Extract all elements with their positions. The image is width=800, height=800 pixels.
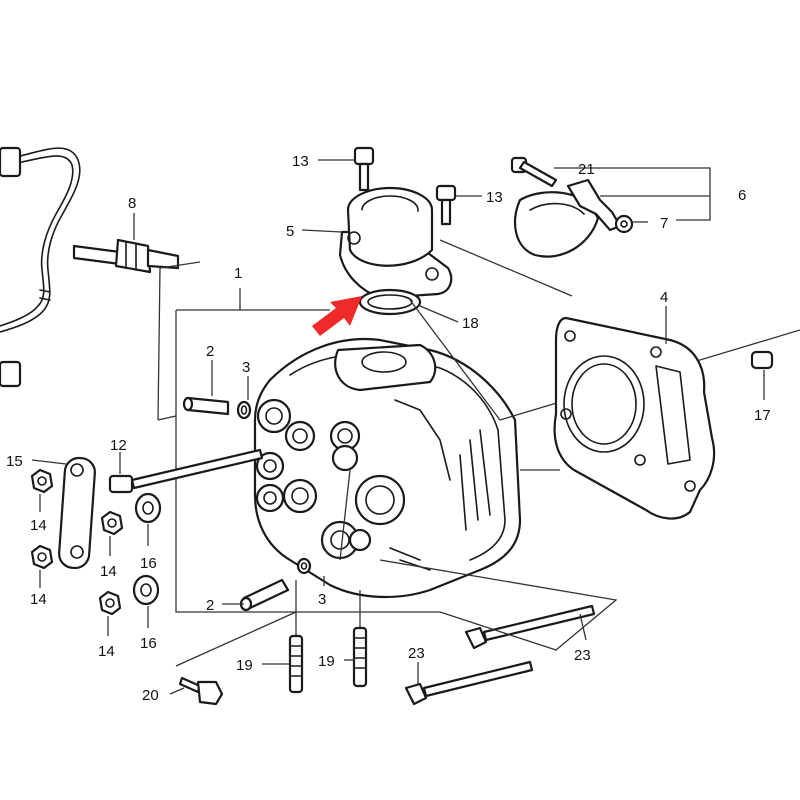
callout-19-left: 19 bbox=[236, 657, 253, 674]
callout-12: 12 bbox=[110, 437, 127, 454]
callout-14-d: 14 bbox=[98, 643, 115, 660]
dowel-pin-17 bbox=[750, 350, 774, 370]
callout-7: 7 bbox=[660, 215, 668, 232]
callout-13-left: 13 bbox=[292, 153, 309, 170]
callout-5: 5 bbox=[286, 223, 294, 240]
callout-15: 15 bbox=[6, 453, 23, 470]
callout-16-b: 16 bbox=[140, 635, 157, 652]
dowel-2-lower bbox=[239, 578, 290, 612]
stud-19-left bbox=[288, 634, 304, 694]
callout-1: 1 bbox=[234, 265, 242, 282]
intake-manifold bbox=[338, 186, 453, 300]
callout-3-upper: 3 bbox=[242, 359, 250, 376]
callout-14-c: 14 bbox=[100, 563, 117, 580]
long-bolt-23-upper bbox=[464, 604, 596, 650]
bolt-20 bbox=[178, 676, 224, 706]
head-gasket bbox=[553, 316, 716, 520]
callout-6: 6 bbox=[738, 187, 746, 204]
callout-20: 20 bbox=[142, 687, 159, 704]
nut-14-a bbox=[30, 468, 54, 494]
callout-8: 8 bbox=[128, 195, 136, 212]
stud-19-right bbox=[352, 626, 368, 688]
callout-14-b: 14 bbox=[30, 591, 47, 608]
callout-23-left: 23 bbox=[408, 645, 425, 662]
o-ring-gasket bbox=[358, 288, 422, 316]
callout-13-right: 13 bbox=[486, 189, 503, 206]
callout-21: 21 bbox=[578, 161, 595, 178]
link-plate-15 bbox=[58, 456, 96, 570]
cylinder-head bbox=[253, 338, 522, 599]
long-bolt-23-lower bbox=[404, 660, 534, 706]
nut-14-d bbox=[98, 590, 122, 616]
callout-17: 17 bbox=[754, 407, 771, 424]
washer-16-a bbox=[134, 492, 162, 524]
nut-14-b bbox=[30, 544, 54, 570]
bolt-12 bbox=[108, 448, 264, 494]
callout-18: 18 bbox=[462, 315, 479, 332]
bolt-13-left bbox=[353, 146, 375, 192]
callout-14-a: 14 bbox=[30, 517, 47, 534]
exhaust-clamp bbox=[513, 178, 622, 258]
callout-23-right: 23 bbox=[574, 647, 591, 664]
red-arrow-icon bbox=[312, 296, 362, 336]
nut-14-c bbox=[100, 510, 124, 536]
nut-7 bbox=[614, 214, 634, 234]
callout-4: 4 bbox=[660, 289, 668, 306]
washer-3-lower bbox=[296, 557, 312, 575]
callout-2-lower: 2 bbox=[206, 597, 214, 614]
bolt-13-right bbox=[435, 184, 457, 226]
callout-2-upper: 2 bbox=[206, 343, 214, 360]
callout-3-lower: 3 bbox=[318, 591, 326, 608]
washer-16-b bbox=[132, 574, 160, 606]
spark-plug bbox=[72, 238, 180, 274]
washer-3-upper bbox=[236, 400, 252, 420]
wire-harness bbox=[0, 146, 81, 388]
bolt-21 bbox=[510, 156, 558, 188]
callout-19-right: 19 bbox=[318, 653, 335, 670]
dowel-2-upper bbox=[182, 396, 230, 416]
callout-16-a: 16 bbox=[140, 555, 157, 572]
